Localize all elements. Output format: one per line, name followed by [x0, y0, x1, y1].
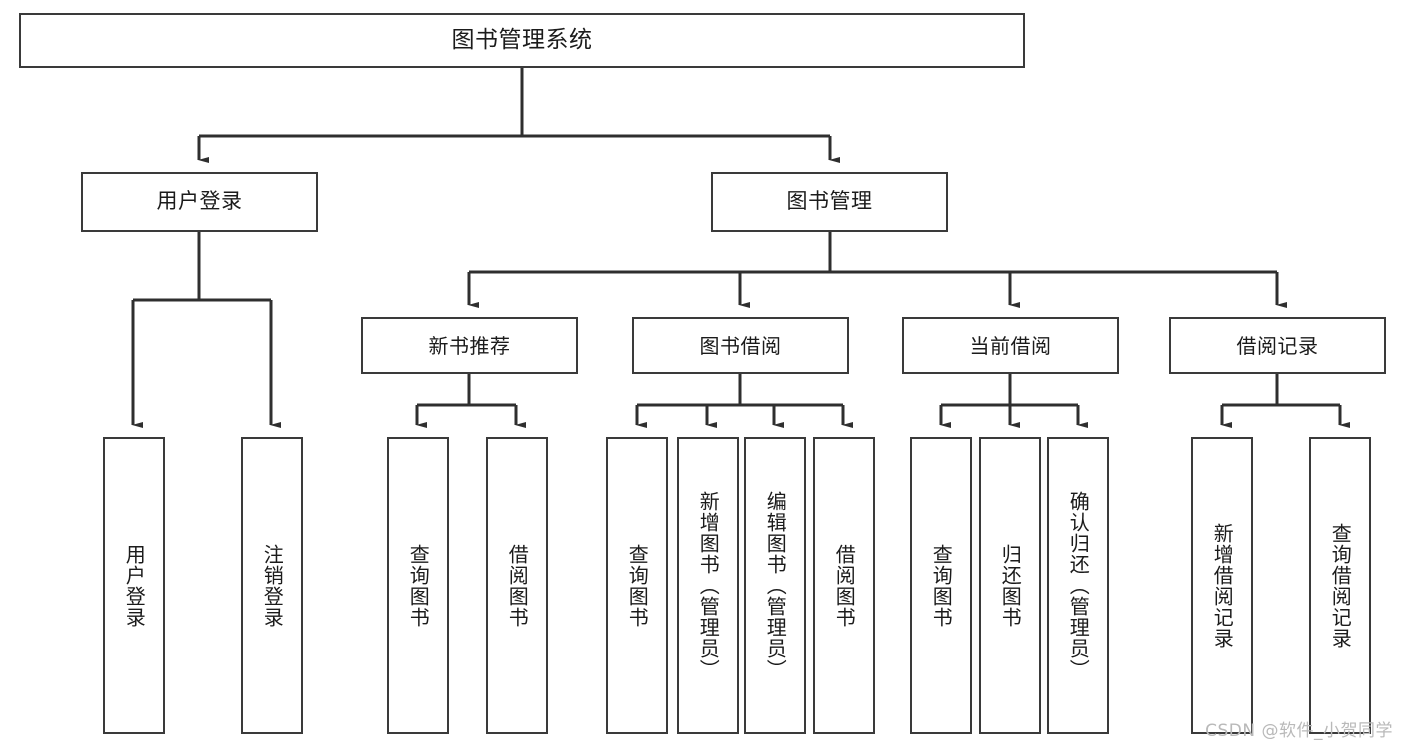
node-leaf-logout[interactable]: 注销登录	[241, 437, 303, 734]
node-leaf-query-book-current[interactable]: 查询图书	[910, 437, 972, 734]
node-user-login-label: 用户登录	[156, 189, 243, 214]
node-book-borrow-label: 图书借阅	[699, 333, 782, 358]
node-leaf-return-book[interactable]: 归还图书	[979, 437, 1041, 734]
node-leaf-query-book-borrow-label: 查询图书	[625, 543, 650, 628]
node-leaf-borrow-book-recommend[interactable]: 借阅图书	[486, 437, 548, 734]
node-leaf-user-login-label: 用户登录	[122, 543, 147, 628]
node-borrow-record[interactable]: 借阅记录	[1169, 317, 1386, 374]
node-leaf-return-book-label: 归还图书	[998, 543, 1023, 628]
node-current-borrow[interactable]: 当前借阅	[902, 317, 1119, 374]
node-borrow-record-label: 借阅记录	[1236, 333, 1319, 358]
node-leaf-edit-book-admin[interactable]: 编辑图书（管理员）	[744, 437, 806, 734]
node-leaf-borrow-book-recommend-label: 借阅图书	[505, 543, 530, 628]
node-leaf-borrow-book[interactable]: 借阅图书	[813, 437, 875, 734]
node-leaf-borrow-book-label: 借阅图书	[832, 543, 857, 628]
node-leaf-logout-label: 注销登录	[260, 543, 285, 628]
node-leaf-query-book-borrow[interactable]: 查询图书	[606, 437, 668, 734]
node-leaf-add-borrow-record-label: 新增借阅记录	[1210, 522, 1235, 649]
node-leaf-add-borrow-record[interactable]: 新增借阅记录	[1191, 437, 1253, 734]
node-leaf-confirm-return-admin[interactable]: 确认归还（管理员）	[1047, 437, 1109, 734]
node-book-borrow[interactable]: 图书借阅	[632, 317, 849, 374]
node-leaf-add-book-admin-label: 新增图书（管理员）	[696, 491, 721, 680]
node-user-login[interactable]: 用户登录	[81, 172, 318, 232]
node-leaf-query-book-recommend[interactable]: 查询图书	[387, 437, 449, 734]
node-leaf-confirm-return-admin-label: 确认归还（管理员）	[1066, 491, 1091, 680]
node-leaf-query-borrow-record-label: 查询借阅记录	[1328, 522, 1353, 649]
node-current-borrow-label: 当前借阅	[969, 333, 1052, 358]
node-root-system-label: 图书管理系统	[451, 26, 593, 53]
node-leaf-query-book-current-label: 查询图书	[929, 543, 954, 628]
node-leaf-add-book-admin[interactable]: 新增图书（管理员）	[677, 437, 739, 734]
csdn-watermark: CSDN @软件_小贺同学	[1205, 721, 1393, 741]
node-leaf-user-login[interactable]: 用户登录	[103, 437, 165, 734]
node-book-manage-label: 图书管理	[786, 189, 873, 214]
node-book-manage[interactable]: 图书管理	[711, 172, 948, 232]
node-leaf-edit-book-admin-label: 编辑图书（管理员）	[763, 491, 788, 680]
node-new-book-recommend-label: 新书推荐	[428, 333, 511, 358]
node-leaf-query-borrow-record[interactable]: 查询借阅记录	[1309, 437, 1371, 734]
node-leaf-query-book-recommend-label: 查询图书	[406, 543, 431, 628]
node-root-system[interactable]: 图书管理系统	[19, 13, 1025, 68]
node-new-book-recommend[interactable]: 新书推荐	[361, 317, 578, 374]
